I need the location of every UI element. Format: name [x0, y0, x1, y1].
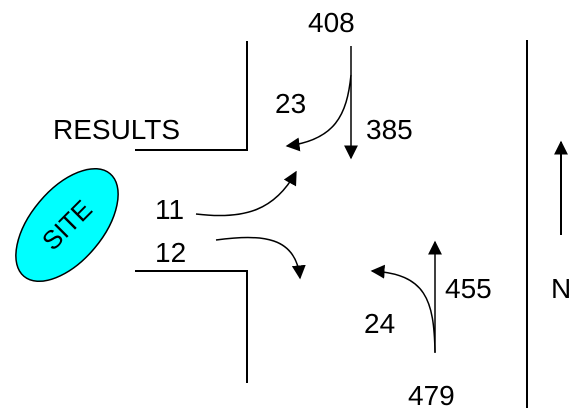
- road-edge-southwest: [135, 270, 248, 383]
- volume-south-total: 479: [408, 380, 455, 411]
- south-right-turn-arrow: [370, 264, 436, 353]
- north-left-turn-arrow: [285, 74, 352, 152]
- volume-north-left-turn: 23: [275, 88, 306, 119]
- volume-south-right-turn: 24: [364, 308, 395, 339]
- volume-site-left-out: 11: [155, 194, 184, 225]
- volume-north-through: 385: [366, 114, 413, 145]
- road-edge-northwest: [135, 41, 248, 151]
- results-label: RESULTS: [53, 114, 180, 145]
- volume-north-total: 408: [308, 7, 355, 38]
- site-right-out-arrow: [215, 236, 306, 280]
- site-ellipse: [15, 167, 119, 283]
- volume-site-right-out: 12: [155, 237, 186, 268]
- north-label: N: [551, 273, 571, 304]
- site-left-out-arrow: [195, 170, 297, 217]
- volume-south-through: 455: [445, 273, 492, 304]
- site: SITE: [15, 167, 119, 283]
